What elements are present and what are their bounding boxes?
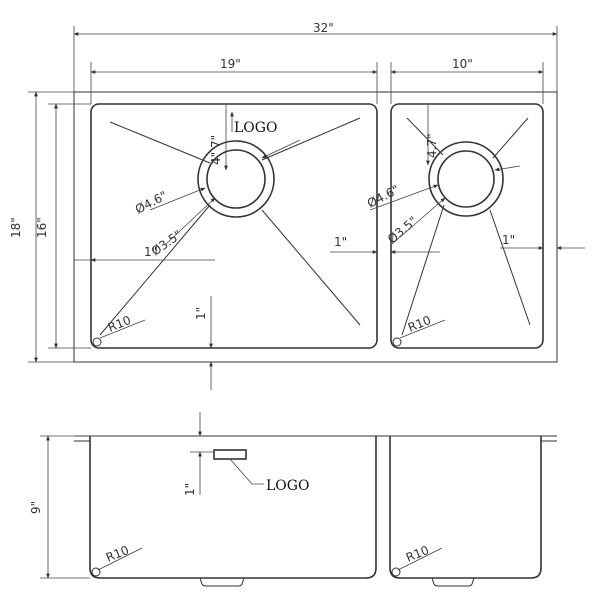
- right-side-margin-label: 1": [502, 233, 515, 247]
- left-bowl-slope-lines: [99, 117, 361, 336]
- right-bowl-profile: [389, 436, 542, 579]
- right-drain-inner-diameter: Ø3.5": [385, 214, 420, 247]
- left-bowl-profile: [89, 436, 377, 579]
- right-drain-outer-diameter: Ø4.6": [365, 182, 402, 210]
- right-bowl-slope-lines: [401, 117, 531, 336]
- side-right-radius-label: R10: [404, 543, 431, 565]
- bottom-margin-label: 1": [194, 307, 208, 320]
- left-radius-marker: [92, 337, 102, 347]
- right-bowl-outline: [390, 103, 544, 349]
- side-left-radius-marker: [91, 567, 101, 577]
- right-drain-inner: [437, 150, 495, 208]
- right-bowl-width-label: 10": [452, 57, 473, 71]
- right-drain-stub: [431, 577, 475, 587]
- left-logo-label: LOGO: [234, 120, 277, 136]
- right-radius-marker: [392, 337, 402, 347]
- left-drain-outer-diameter: Ø4.6": [133, 188, 170, 216]
- left-bowl-width-label: 19": [220, 57, 241, 71]
- left-drain-offset-label: 7": [209, 135, 223, 148]
- left-side-margin-label: 1": [144, 245, 157, 259]
- right-radius-label: R10: [406, 313, 433, 335]
- side-view: 9" 1" LOGO R10 R10: [29, 412, 557, 587]
- left-drain-side-label: 4": [209, 152, 223, 165]
- left-drain-inner: [206, 149, 266, 209]
- side-logo-plate: [213, 449, 247, 460]
- left-bowl-outline: [90, 103, 378, 349]
- right-drain-outer: [428, 141, 504, 217]
- side-depth-label: 9": [29, 501, 43, 514]
- sink-outer-frame: [73, 91, 558, 363]
- side-logo-offset-label: 1": [183, 483, 197, 496]
- center-divider-gap-label: 1": [334, 235, 347, 249]
- side-right-radius-marker: [391, 567, 401, 577]
- side-left-radius-label: R10: [104, 543, 131, 565]
- overall-width-label: 32": [313, 21, 334, 35]
- top-view: 32" 19" 10" 18" 16" 7" 4" LOGO Ø4.6" Ø: [9, 21, 585, 390]
- left-drain-outer: [197, 140, 275, 218]
- side-logo-label: LOGO: [266, 478, 309, 494]
- overall-depth-label: 18": [9, 217, 23, 238]
- left-drain-stub: [199, 577, 245, 587]
- right-drain-offset-label: 4.7": [425, 133, 439, 158]
- bowl-depth-label: 16": [35, 217, 49, 238]
- left-radius-label: R10: [106, 313, 133, 335]
